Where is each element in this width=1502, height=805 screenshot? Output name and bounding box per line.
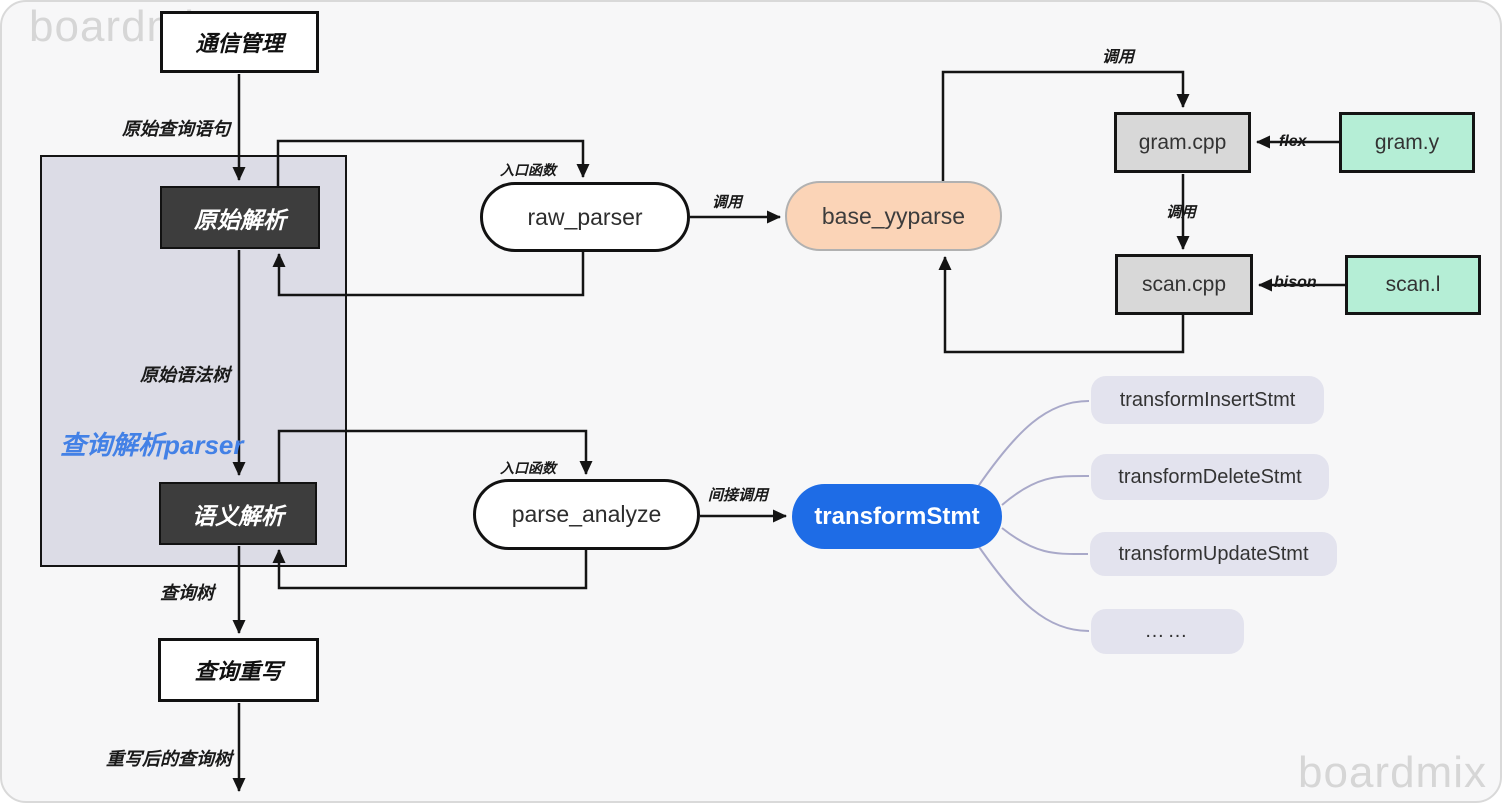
edge-label-entry-fn-raw: 入口函数 xyxy=(500,162,556,178)
semantic-parse-box[interactable]: 语义解析 xyxy=(159,482,317,545)
curve-transformstmt-update[interactable] xyxy=(1001,527,1089,556)
list-item-transform-insert[interactable]: transformInsertStmt xyxy=(1091,376,1324,424)
gram-cpp-box[interactable]: gram.cpp xyxy=(1114,112,1251,173)
list-item-label: transformDeleteStmt xyxy=(1118,465,1302,488)
list-item-label: transformUpdateStmt xyxy=(1118,542,1309,565)
edge-label-bison: bison xyxy=(1274,274,1317,291)
transform-stmt-pill[interactable]: transformStmt xyxy=(792,484,1002,549)
parse-analyze-pill[interactable]: parse_analyze xyxy=(473,479,700,550)
edge-label-call-gram-scan: 调用 xyxy=(1166,204,1197,221)
scan-cpp-label: scan.cpp xyxy=(1141,272,1227,296)
edge-rawparse-to-rawparser[interactable] xyxy=(276,139,590,186)
edge-label-flex: flex xyxy=(1279,133,1307,150)
list-item-transform-more[interactable]: …… xyxy=(1091,609,1244,654)
boardmix-watermark-bottom: boardmix xyxy=(1298,748,1487,797)
scan-cpp-box[interactable]: scan.cpp xyxy=(1115,254,1253,315)
edge-baseyyparse-to-gramcpp[interactable] xyxy=(941,70,1190,181)
scan-l-box[interactable]: scan.l xyxy=(1345,255,1481,315)
comm-mgmt-label: 通信管理 xyxy=(195,31,284,56)
curve-transformstmt-insert[interactable] xyxy=(976,400,1090,489)
edge-label-call-top: 调用 xyxy=(1102,49,1135,66)
edge-label-raw-syntax-tree: 原始语法树 xyxy=(140,365,230,385)
gram-y-box[interactable]: gram.y xyxy=(1339,112,1475,173)
comm-mgmt-box[interactable]: 通信管理 xyxy=(160,11,319,73)
list-item-transform-update[interactable]: transformUpdateStmt xyxy=(1090,532,1337,576)
base-yyparse-pill[interactable]: base_yyparse xyxy=(785,181,1002,251)
edge-label-rewritten-query-tree: 重写后的查询树 xyxy=(106,749,232,769)
semantic-parse-label: 语义解析 xyxy=(192,502,284,529)
edge-label-entry-fn-analyze: 入口函数 xyxy=(500,460,556,476)
edge-semantic-to-parseanalyze[interactable] xyxy=(277,429,593,482)
edge-label-raw-query-stmt: 原始查询语句 xyxy=(122,119,230,139)
raw-parser-label: raw_parser xyxy=(527,203,643,230)
edge-label-query-tree: 查询树 xyxy=(160,583,214,603)
raw-parse-box[interactable]: 原始解析 xyxy=(160,186,320,249)
edge-parseanalyze-to-semantic[interactable] xyxy=(272,549,588,590)
base-yyparse-label: base_yyparse xyxy=(821,202,966,229)
raw-parse-label: 原始解析 xyxy=(194,206,286,233)
parse-analyze-label: parse_analyze xyxy=(511,501,662,527)
list-item-label: …… xyxy=(1144,620,1191,642)
query-rewrite-box[interactable]: 查询重写 xyxy=(158,638,319,702)
gram-y-label: gram.y xyxy=(1374,130,1440,154)
transform-stmt-label: transformStmt xyxy=(814,502,980,530)
edge-rawparser-to-rawparse[interactable] xyxy=(272,252,585,297)
edge-label-indirect-call: 间接调用 xyxy=(708,487,769,504)
edge-label-call-raw: 调用 xyxy=(712,194,743,211)
gram-cpp-label: gram.cpp xyxy=(1138,130,1227,154)
curve-transformstmt-dots[interactable] xyxy=(976,543,1090,632)
edge-scancpp-to-baseyyparse[interactable] xyxy=(938,256,1185,354)
list-item-transform-delete[interactable]: transformDeleteStmt xyxy=(1091,454,1329,500)
curve-transformstmt-delete[interactable] xyxy=(1001,474,1090,506)
parser-container-label: 查询解析parser xyxy=(60,430,244,460)
query-rewrite-label: 查询重写 xyxy=(194,659,283,684)
raw-parser-pill[interactable]: raw_parser xyxy=(480,182,690,252)
list-item-label: transformInsertStmt xyxy=(1119,388,1296,411)
scan-l-label: scan.l xyxy=(1385,273,1441,296)
